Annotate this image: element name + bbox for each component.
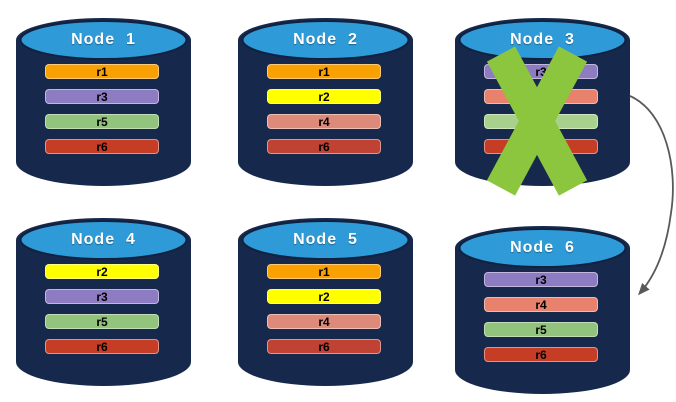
replica-bar: r2 (267, 289, 381, 304)
node-4: Node 4 r2 r3 r5 r6 (16, 210, 191, 390)
node-title: Node 4 (71, 231, 136, 248)
replica-bar: r1 (45, 64, 159, 79)
node-title: Node 6 (510, 239, 575, 256)
replica-list: r1 r3 r5 r6 (16, 10, 191, 190)
replica-bar: r5 (484, 322, 598, 337)
replica-bar: r4 (484, 297, 598, 312)
replica-bar: r3 (484, 272, 598, 287)
failure-x-icon (486, 46, 588, 196)
node-3: Node 3 r3 (455, 10, 630, 196)
replica-bar: r4 (267, 314, 381, 329)
replica-bar: r6 (45, 139, 159, 154)
replica-bar: r3 (45, 89, 159, 104)
replica-bar: r6 (484, 347, 598, 362)
node-title: Node 5 (293, 231, 358, 248)
node-title: Node 1 (71, 31, 136, 48)
replica-bar: r2 (267, 89, 381, 104)
replica-bar: r6 (267, 139, 381, 154)
replica-bar: r1 (267, 64, 381, 79)
replica-list: r1 r2 r4 r6 (238, 210, 413, 390)
replica-bar: r6 (267, 339, 381, 354)
replica-bar: r2 (45, 264, 159, 279)
replica-list: r2 r3 r5 r6 (16, 210, 191, 390)
node-title: Node 2 (293, 31, 358, 48)
replica-list: r3 r4 r5 r6 (455, 218, 630, 398)
replica-list: r1 r2 r4 r6 (238, 10, 413, 190)
node-2: Node 2 r1 r2 r4 r6 (238, 10, 413, 190)
node-5: Node 5 r1 r2 r4 r6 (238, 210, 413, 390)
replica-bar: r1 (267, 264, 381, 279)
replica-bar: r5 (45, 114, 159, 129)
replica-bar: r4 (267, 114, 381, 129)
node-title: Node 3 (510, 31, 575, 48)
replica-bar: r6 (45, 339, 159, 354)
node-1: Node 1 r1 r3 r5 r6 (16, 10, 191, 190)
node-6: Node 6 r3 r4 r5 r6 (455, 218, 630, 398)
replica-bar: r5 (45, 314, 159, 329)
replica-bar: r3 (45, 289, 159, 304)
